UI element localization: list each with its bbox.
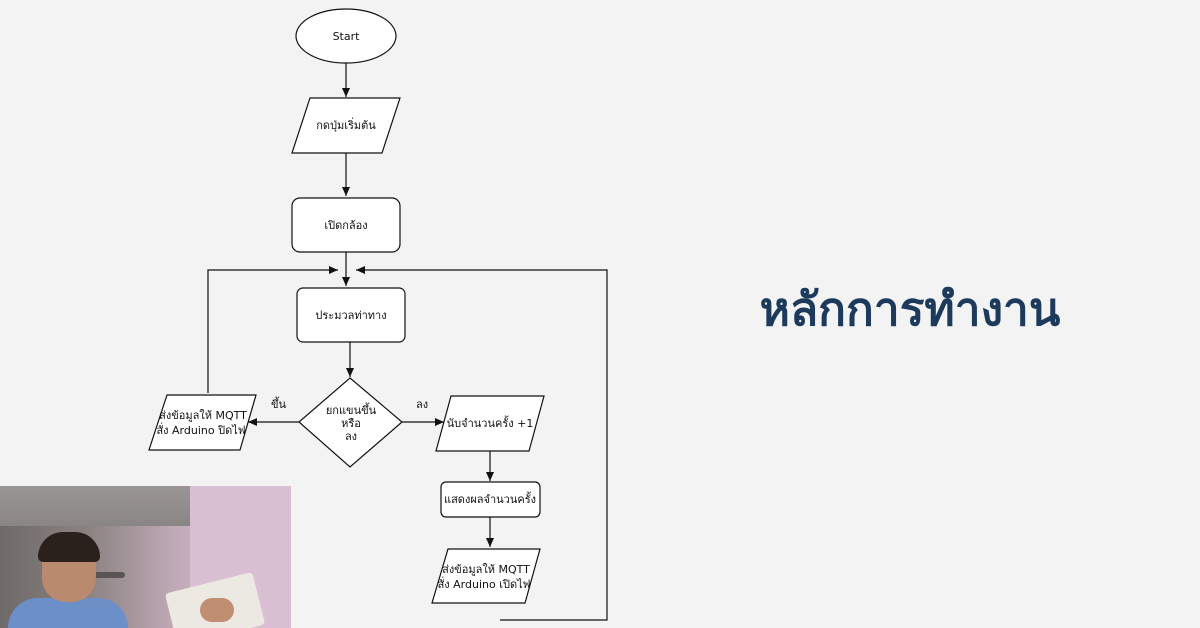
webcam-presenter-hair [38, 532, 100, 562]
webcam-fan [85, 572, 125, 578]
press-button-label: กดปุ่มเริ่มต้น [316, 117, 376, 132]
send-off-label-line2: สั่ง Arduino ปิดไฟ [156, 422, 245, 437]
presenter-webcam-icon [0, 486, 291, 628]
open-camera-node [291, 197, 401, 253]
send-on-node [431, 548, 541, 604]
start-label: Start [333, 30, 361, 43]
start-node [295, 8, 397, 64]
edge-send-on-loop [356, 266, 608, 621]
send-off-label-line1: ส่งข้อมูลให้ MQTT [159, 409, 247, 422]
decision-label-line3: ลง [345, 430, 357, 443]
show-count-label: แสดงผลจำนวนครั้ง [444, 491, 536, 506]
edge-label-up: ขึ้น [271, 396, 287, 411]
process-pose-node [296, 287, 406, 343]
webcam-hand [200, 598, 234, 622]
send-off-node [148, 394, 257, 451]
press-button-node [291, 97, 401, 154]
slide-title: หลักการทำงาน [759, 282, 1061, 336]
count-plus-node [435, 395, 545, 452]
decision-label-line1: ยกแขนขึ้น [326, 402, 377, 417]
send-on-label-line1: ส่งข้อมูลให้ MQTT [442, 563, 530, 576]
edge-label-down: ลง [416, 398, 428, 411]
webcam-presenter-body [8, 598, 128, 628]
count-plus-label: นับจำนวนครั้ง +1 [447, 415, 534, 430]
decision-node [298, 377, 403, 468]
decision-label-line2: หรือ [341, 417, 361, 430]
edge-send-off-loop [207, 266, 338, 393]
open-camera-label: เปิดกล้อง [324, 219, 367, 232]
send-on-label-line2: สั่ง Arduino เปิดไฟ [438, 576, 531, 591]
process-pose-label: ประมวลท่าทาง [315, 309, 386, 322]
show-count-node [440, 481, 541, 518]
